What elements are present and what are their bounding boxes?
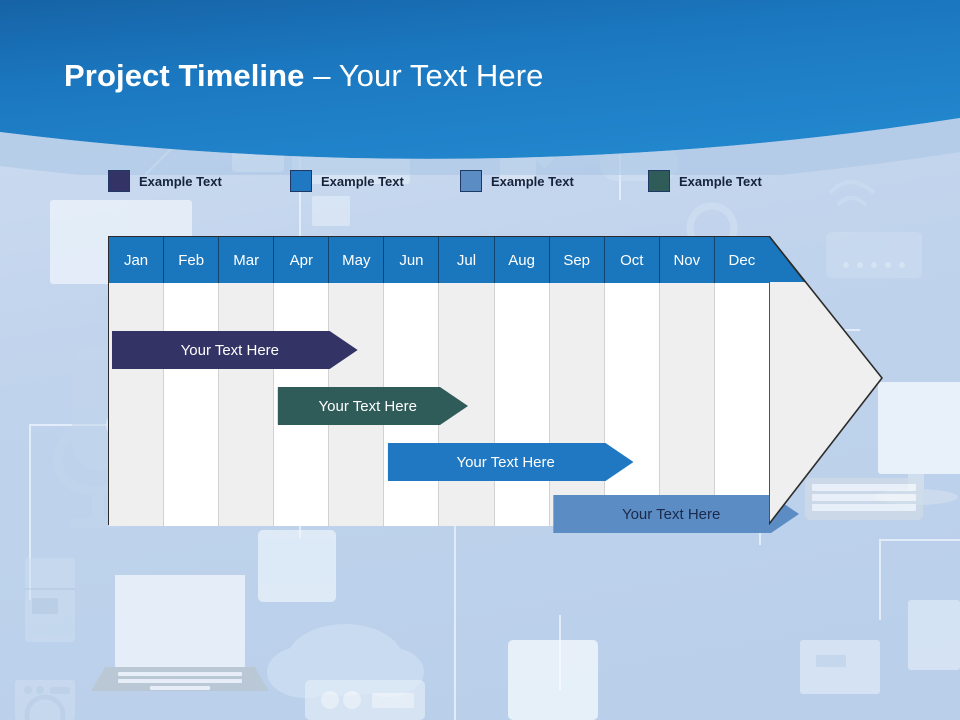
month-label: Oct	[620, 251, 644, 269]
month-cell-jul[interactable]: Jul	[439, 237, 495, 283]
legend-item-1[interactable]: Example Text	[108, 167, 222, 195]
legend-item-4[interactable]: Example Text	[648, 167, 762, 195]
grid-column-feb	[164, 283, 220, 526]
timeline-bar-1[interactable]: Your Text Here	[112, 331, 358, 369]
month-label: Apr	[289, 251, 313, 269]
timeline-bar-3[interactable]: Your Text Here	[388, 443, 634, 481]
timeline-chart: Jan Feb Mar Apr May Jun Jul Aug Sep Oct Nov Dec You…	[108, 236, 770, 525]
legend-color-swatch	[290, 170, 312, 192]
legend-item-3[interactable]: Example Text	[460, 167, 574, 195]
timeline-bar-label: Your Text Here	[180, 341, 280, 359]
legend-color-swatch	[108, 170, 130, 192]
legend: Example Text Example Text Example Text E…	[108, 167, 808, 197]
month-cell-mar[interactable]: Mar	[219, 237, 275, 283]
title-separator: –	[304, 58, 339, 93]
month-label: Feb	[178, 251, 205, 269]
month-label: Jan	[123, 251, 149, 269]
header-band	[0, 0, 960, 175]
legend-item-label: Example Text	[321, 173, 404, 189]
legend-color-swatch	[460, 170, 482, 192]
grid-column-aug	[494, 283, 550, 526]
grid-column-nov	[659, 283, 715, 526]
month-cell-apr[interactable]: Apr	[274, 237, 330, 283]
month-label: Sep	[563, 251, 591, 269]
legend-item-label: Example Text	[679, 173, 762, 189]
legend-item-label: Example Text	[139, 173, 222, 189]
month-cell-sep[interactable]: Sep	[550, 237, 605, 283]
month-label: Nov	[673, 251, 701, 269]
month-label: Aug	[508, 251, 535, 269]
title-light: Your Text Here	[338, 58, 544, 93]
grid-column-sep	[549, 283, 605, 526]
grid-column-dec	[714, 283, 769, 526]
month-cell-nov[interactable]: Nov	[660, 237, 715, 283]
month-cell-may[interactable]: May	[329, 237, 385, 283]
timeline-month-header: Jan Feb Mar Apr May Jun Jul Aug Sep Oct Nov Dec	[109, 237, 769, 283]
month-label: Jul	[456, 251, 477, 269]
legend-item-label: Example Text	[491, 173, 574, 189]
grid-column-oct	[604, 283, 660, 526]
month-label: Dec	[728, 251, 756, 269]
month-cell-aug[interactable]: Aug	[495, 237, 550, 283]
page-title: Project Timeline – Your Text Here	[64, 58, 543, 94]
month-cell-dec[interactable]: Dec	[715, 237, 769, 283]
legend-color-swatch	[648, 170, 670, 192]
month-cell-feb[interactable]: Feb	[164, 237, 220, 283]
timeline-bar-2[interactable]: Your Text Here	[278, 387, 469, 425]
month-label: Jun	[399, 251, 424, 269]
timeline-bar-label: Your Text Here	[318, 397, 417, 415]
grid-column-jan	[109, 283, 165, 526]
timeline-bar-label: Your Text Here	[456, 453, 555, 471]
month-label: May	[342, 251, 371, 269]
month-label: Mar	[233, 251, 260, 269]
title-strong: Project Timeline	[64, 58, 305, 93]
month-cell-oct[interactable]: Oct	[605, 237, 660, 283]
month-cell-jun[interactable]: Jun	[384, 237, 440, 283]
grid-column-mar	[219, 283, 275, 526]
legend-item-2[interactable]: Example Text	[290, 167, 404, 195]
month-cell-jan[interactable]: Jan	[109, 237, 165, 283]
timeline-bar-4[interactable]: Your Text Here	[553, 495, 799, 533]
timeline-bar-label: Your Text Here	[621, 505, 721, 523]
